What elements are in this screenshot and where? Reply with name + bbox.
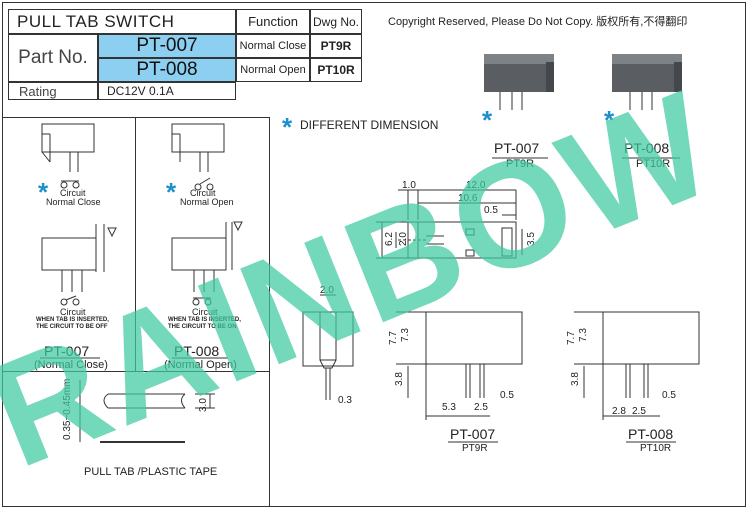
left-panel <box>2 117 270 507</box>
dim-pt008: 0.5 <box>662 390 676 401</box>
bottom-dwg-pt008: PT10R <box>640 443 672 454</box>
title: PULL TAB SWITCH <box>17 11 175 31</box>
tape-label: PULL TAB /PLASTIC TAPE <box>84 466 218 478</box>
note-line: WHEN TAB IS INSERTED, <box>168 317 241 323</box>
function-1-text: Normal Close <box>239 40 307 52</box>
note-line: WHEN TAB IS INSERTED, <box>36 317 109 323</box>
photo-label-pt007: PT-007 <box>494 140 540 156</box>
part-label: Part No. <box>18 47 88 68</box>
panel-caption: (Normal Close) <box>34 359 108 371</box>
dwg-no-2: PT10R <box>310 58 362 82</box>
part-label-cell: Part No. <box>8 34 98 82</box>
switch-photo-pt007 <box>484 54 554 110</box>
dim-side: 2.0 <box>320 285 334 296</box>
circuit-label: Circuit <box>190 188 216 198</box>
asterisk-icon: * <box>482 105 493 135</box>
bottom-dwg-pt007: PT9R <box>462 443 488 454</box>
switch-photo-pt008 <box>612 54 682 110</box>
title-cell: PULL TAB SWITCH <box>8 9 236 34</box>
part-no-2-text: PT-008 <box>136 59 198 80</box>
photo-label-pt008: PT-008 <box>624 140 670 156</box>
function-1: Normal Close <box>236 34 310 58</box>
bottom-label-pt008: PT-008 <box>628 426 674 442</box>
note-line: THE CIRCUIT TO BE ON <box>168 324 237 330</box>
different-dimension-label: DIFFERENT DIMENSION <box>300 118 439 132</box>
dwg-label: Dwg No. <box>312 14 359 29</box>
dim-pt007: 5.3 <box>442 402 456 413</box>
dim-pt007: 0.5 <box>500 390 514 401</box>
asterisk-icon: * <box>604 105 615 135</box>
state-label: Normal Open <box>180 197 234 207</box>
part-no-1-text: PT-007 <box>136 35 198 56</box>
circuit-label: Circuit <box>60 188 86 198</box>
dim-top: 0.5 <box>484 205 498 216</box>
dwg-no-1-text: PT9R <box>320 39 352 53</box>
panel-caption: (Normal Open) <box>164 359 237 371</box>
dim-pt007: 2.5 <box>474 402 488 413</box>
panel-part-no: PT-007 <box>44 343 90 359</box>
photo-dwg-pt007: PT9R <box>506 158 535 170</box>
photo-dwg-pt008: PT10R <box>636 158 671 170</box>
copyright-notice: Copyright Reserved, Please Do Not Copy. … <box>388 16 688 28</box>
dim-side: 0.3 <box>338 395 352 406</box>
panel-divider <box>135 117 136 372</box>
dim-top: 12.0 <box>466 180 486 191</box>
dwg-no-2-text: PT10R <box>317 63 355 77</box>
asterisk-icon: * <box>166 177 177 207</box>
dim-pt008: 2.5 <box>632 406 646 417</box>
tape-divider <box>2 371 270 372</box>
dim-top: 1.0 <box>402 180 416 191</box>
dim-pt008: 2.8 <box>612 406 626 417</box>
function-label: Function <box>248 14 298 29</box>
asterisk-icon: * <box>38 177 49 207</box>
function-header: Function <box>236 9 310 34</box>
part-no-1: PT-007 <box>98 34 236 58</box>
function-2: Normal Open <box>236 58 310 82</box>
function-2-text: Normal Open <box>240 64 306 76</box>
rating-value-cell: DC12V 0.1A <box>98 82 236 100</box>
state-label: Normal Close <box>46 197 101 207</box>
asterisk-icon: * <box>282 112 293 142</box>
panel-part-no: PT-008 <box>174 343 220 359</box>
circuit-label: Circuit <box>60 307 86 317</box>
rating-label: Rating <box>19 83 57 99</box>
note-line: THE CIRCUIT TO BE OFF <box>36 324 108 330</box>
rating-value: DC12V 0.1A <box>107 84 174 98</box>
watermark-text: RAINBOW <box>0 58 737 499</box>
dim-top: 10.6 <box>458 193 478 204</box>
dwg-header: Dwg No. <box>310 9 362 34</box>
dwg-no-1: PT9R <box>310 34 362 58</box>
circuit-label: Circuit <box>192 307 218 317</box>
part-no-2: PT-008 <box>98 58 236 82</box>
bottom-label-pt007: PT-007 <box>450 426 496 442</box>
rating-label-cell: Rating <box>8 82 98 100</box>
